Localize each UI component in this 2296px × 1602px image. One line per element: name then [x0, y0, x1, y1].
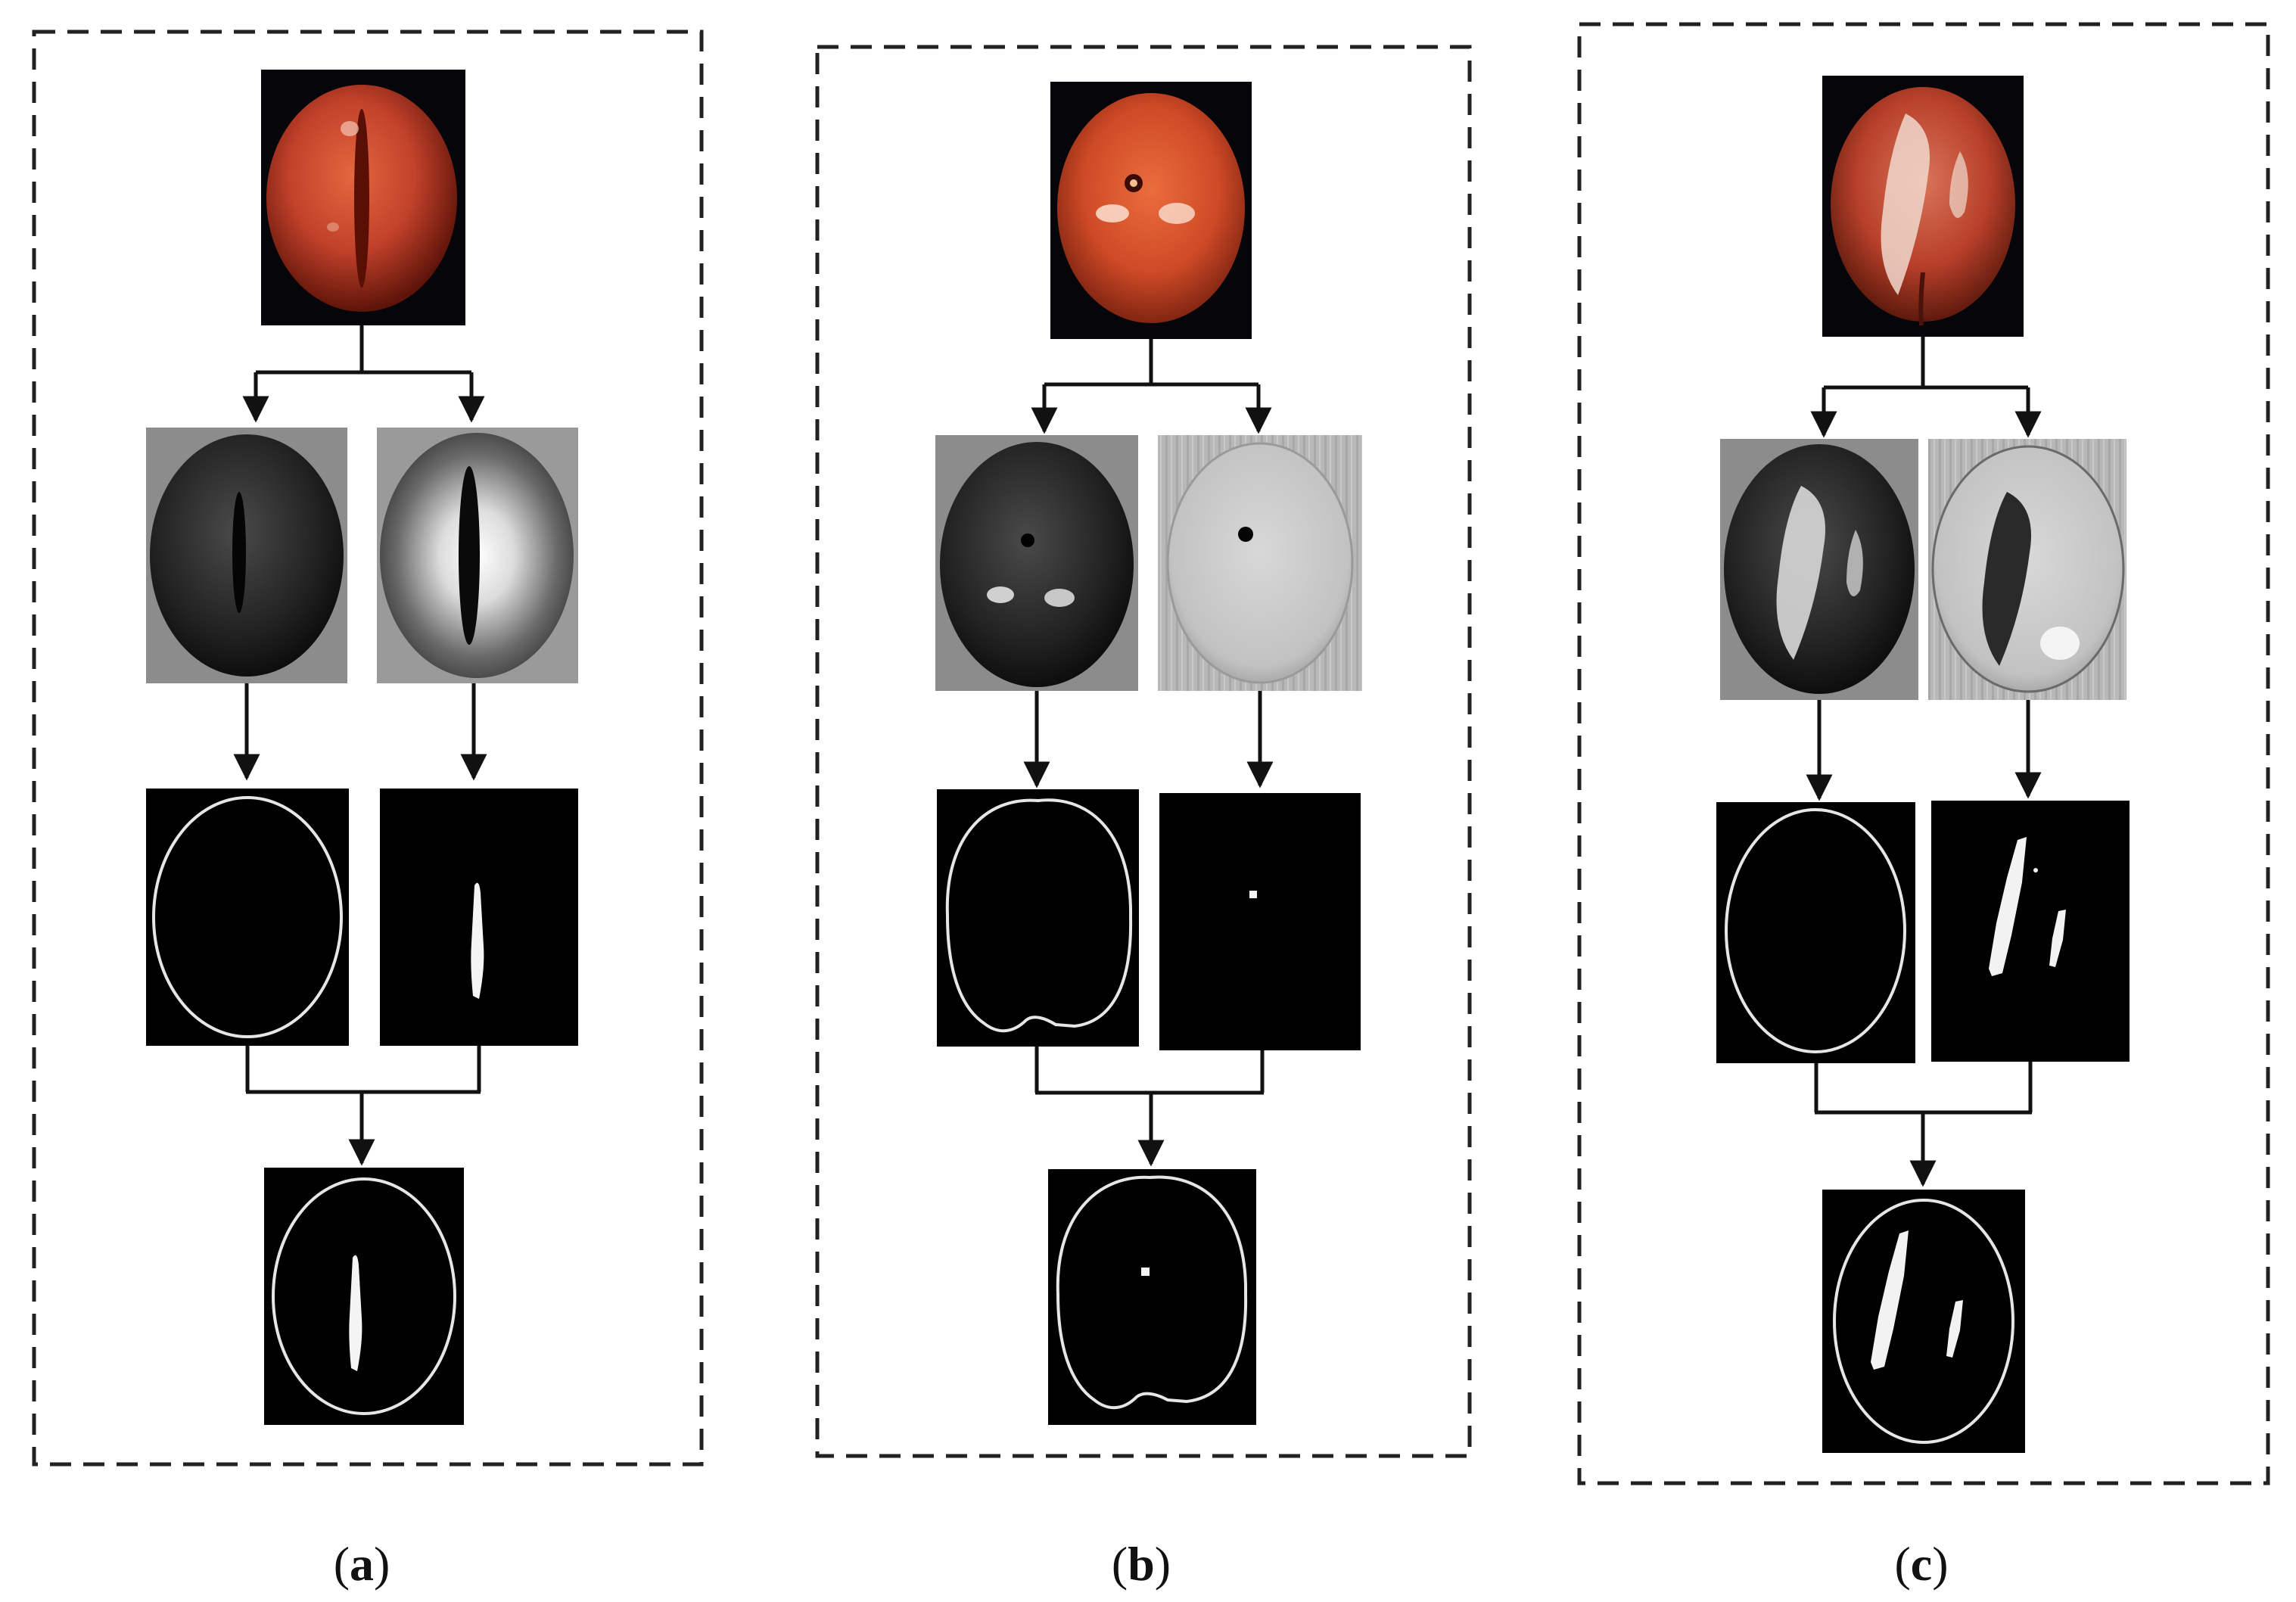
- panel-a-result-mask: [264, 1168, 464, 1425]
- panel-c-defect-mask: [1931, 801, 2130, 1062]
- panel-b-split-arrows: [1031, 339, 1272, 434]
- panel-b-original-image: [1050, 82, 1252, 339]
- panel-b-contour-mask: [937, 789, 1139, 1047]
- panel-c-down-arrows: [1806, 700, 2042, 801]
- panel-c-contour-mask: [1716, 802, 1915, 1063]
- panel-c-merge-arrows: [1814, 1062, 2033, 1187]
- panel-a-original-image: [261, 70, 465, 325]
- panel-b-result-mask: [1048, 1169, 1256, 1425]
- panel-a-label: (a): [334, 1537, 390, 1591]
- panel-c-result-mask: [1822, 1190, 2025, 1453]
- panel-a-defect-mask: [380, 789, 578, 1046]
- panel-a: [32, 30, 704, 1467]
- panel-a-gray-left-image: [146, 428, 347, 683]
- panel-c-gray-left-image: [1720, 439, 1918, 700]
- panel-c-label: (c): [1894, 1537, 1948, 1591]
- panel-a-down-arrows: [233, 683, 487, 781]
- panel-b-merge-arrows: [1034, 1047, 1265, 1167]
- panel-c-split-arrows: [1810, 337, 2042, 438]
- panel-c-frame: [1577, 22, 2270, 1485]
- panel-b-gray-left-image: [935, 435, 1138, 691]
- panel-a-split-arrows: [242, 325, 485, 423]
- panel-a-contour-mask: [146, 789, 349, 1046]
- panel-b-label: (b): [1112, 1537, 1171, 1591]
- panel-c-original-image: [1822, 76, 2024, 337]
- panel-c-gray-right-image: [1928, 439, 2126, 700]
- panel-b-down-arrows: [1023, 691, 1274, 789]
- panel-a-gray-right-image: [377, 428, 578, 683]
- panel-a-frame: [32, 30, 704, 1467]
- panel-b-gray-right-image: [1158, 435, 1362, 691]
- panel-b-defect-mask: [1159, 793, 1361, 1050]
- panel-a-merge-arrows: [245, 1046, 481, 1166]
- panel-b: [815, 45, 1472, 1458]
- panel-c: [1577, 22, 2270, 1485]
